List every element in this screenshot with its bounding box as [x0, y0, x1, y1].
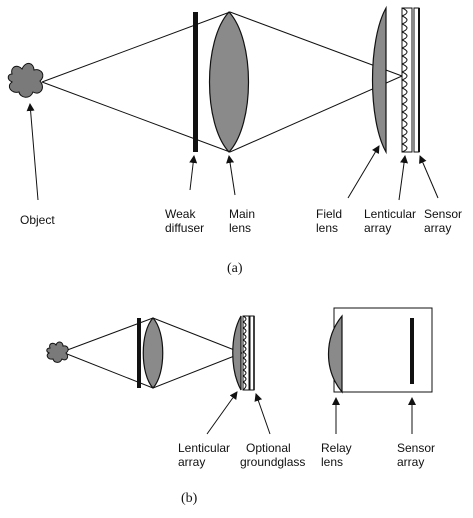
field-lens-b	[232, 315, 242, 391]
caption-b: (b)	[181, 491, 198, 506]
optional-groundglass	[249, 315, 255, 391]
lenticular-array-a	[401, 7, 413, 153]
pointer-arrows-b	[206, 391, 416, 435]
lenticular-array-b	[242, 315, 250, 391]
weak-diffuser-b	[137, 318, 141, 388]
relay-lens	[327, 314, 343, 394]
main-lens	[209, 11, 249, 153]
label-main-lens: Main lens	[229, 207, 258, 235]
sensor-array-b	[410, 318, 414, 384]
label-sensor-array-b: Sensor array	[397, 441, 438, 469]
label-lenticular-array-a: Lenticular array	[364, 207, 419, 235]
object-shape-b	[46, 341, 69, 363]
label-sensor-array-a: Sensor array	[424, 207, 465, 235]
label-weak-diffuser: Weak diffuser	[165, 207, 204, 235]
label-optional-groundglass: Optional groundglass	[240, 441, 305, 469]
pointer-arrows-a	[26, 103, 439, 201]
caption-a: (a)	[227, 261, 243, 276]
field-lens	[371, 5, 387, 155]
label-relay-lens: Relay lens	[321, 441, 355, 469]
label-lenticular-array-b: Lenticular array	[178, 441, 233, 469]
main-lens-b	[142, 317, 164, 389]
object-shape	[7, 63, 44, 98]
relay-camera-box	[333, 307, 433, 393]
sensor-array-a	[413, 7, 420, 153]
weak-diffuser	[193, 12, 198, 152]
label-field-lens: Field lens	[316, 207, 345, 235]
label-object: Object	[20, 213, 55, 227]
figure-b: Lenticular array Optional groundglass Re…	[46, 307, 438, 506]
figure-a: Object Weak diffuser Main lens Field len…	[7, 5, 465, 276]
